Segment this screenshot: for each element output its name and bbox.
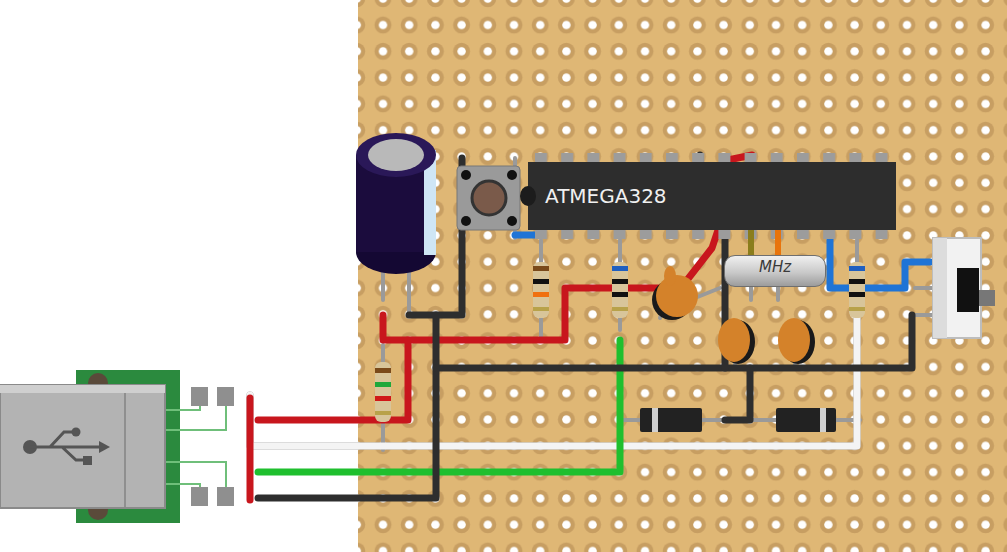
resistor-band — [533, 292, 549, 297]
electrolytic-capacitor — [356, 133, 436, 274]
ceramic-capacitor — [778, 318, 815, 364]
crystal-wire — [775, 230, 781, 255]
usb-pad — [191, 487, 208, 506]
usb-pad — [217, 487, 234, 506]
push-button — [457, 166, 520, 230]
usb-connector — [0, 370, 234, 523]
resistor-body — [612, 262, 628, 318]
diode-body — [776, 408, 836, 432]
diode — [640, 408, 702, 432]
capacitor-body — [656, 275, 698, 317]
resistor-band — [612, 266, 628, 271]
button-dot — [507, 170, 517, 180]
usb-symbol — [30, 432, 100, 460]
resistor-body — [533, 262, 549, 318]
switch-side — [933, 238, 947, 338]
button-body — [457, 166, 520, 230]
crystal-lead — [751, 285, 778, 300]
button-dot — [507, 216, 517, 226]
usb-trace — [165, 396, 226, 496]
resistor-band — [533, 279, 549, 284]
ceramic-capacitor — [652, 266, 698, 320]
capacitor-body — [778, 318, 810, 362]
usb-symbol — [99, 441, 110, 453]
slide-switch — [933, 238, 995, 338]
usb-pad — [217, 387, 234, 406]
crystal-oscillator: MHz — [724, 255, 826, 287]
red-wire — [247, 398, 254, 500]
edge-group — [751, 230, 778, 255]
resistor-band — [849, 266, 865, 271]
resistor — [612, 262, 628, 318]
diode-band — [820, 408, 826, 432]
usb-symbol — [72, 428, 81, 437]
switch-lead — [915, 262, 933, 315]
resistor-band — [849, 307, 865, 311]
resistor-band — [375, 411, 391, 415]
wires — [250, 155, 930, 500]
resistor-body — [849, 262, 865, 318]
blue-wire — [830, 235, 930, 288]
diode-band — [652, 408, 658, 432]
black-wire — [258, 315, 436, 498]
resistor — [849, 262, 865, 318]
component-leads — [383, 158, 933, 450]
usb-shell-edge — [124, 386, 126, 507]
button-cap — [472, 181, 506, 215]
usb-shell — [0, 385, 165, 508]
white-wire — [250, 300, 857, 446]
wire-outline — [250, 300, 857, 446]
switch-slot — [957, 268, 979, 312]
crystal-wire — [748, 230, 754, 255]
resistor — [533, 262, 549, 318]
resistor — [375, 362, 391, 422]
resistor-band — [533, 307, 549, 311]
chip-label: ATMEGA328 — [545, 184, 667, 208]
resistor-band — [849, 292, 865, 297]
resistor-band — [375, 382, 391, 387]
capacitor-top — [356, 133, 436, 177]
ceramic-capacitor — [718, 318, 755, 364]
diode-body — [640, 408, 702, 432]
usb-shell-highlight — [0, 385, 165, 393]
microcontroller-chip: ATMEGA328 — [528, 162, 896, 230]
resistor-band — [533, 266, 549, 271]
capacitor-top — [368, 139, 424, 171]
resistor-band — [375, 396, 391, 401]
resistor-band — [375, 368, 391, 373]
resistor-band — [612, 279, 628, 284]
usb-pad — [191, 387, 208, 406]
black-wire — [725, 368, 750, 420]
resistor-band — [612, 292, 628, 297]
resistor-band — [612, 307, 628, 311]
capacitor-body — [718, 318, 750, 362]
switch-body — [933, 238, 981, 338]
resistor-body — [375, 362, 391, 422]
capacitor-body — [664, 266, 676, 286]
switch-slider — [979, 290, 995, 306]
button-dot — [461, 170, 471, 180]
resistor-band — [849, 279, 865, 284]
usb-symbol — [83, 456, 92, 465]
button-dot — [461, 216, 471, 226]
diode — [776, 408, 836, 432]
chip-pins — [535, 229, 892, 239]
black-wire — [436, 315, 912, 368]
crystal-label: MHz — [759, 256, 791, 276]
